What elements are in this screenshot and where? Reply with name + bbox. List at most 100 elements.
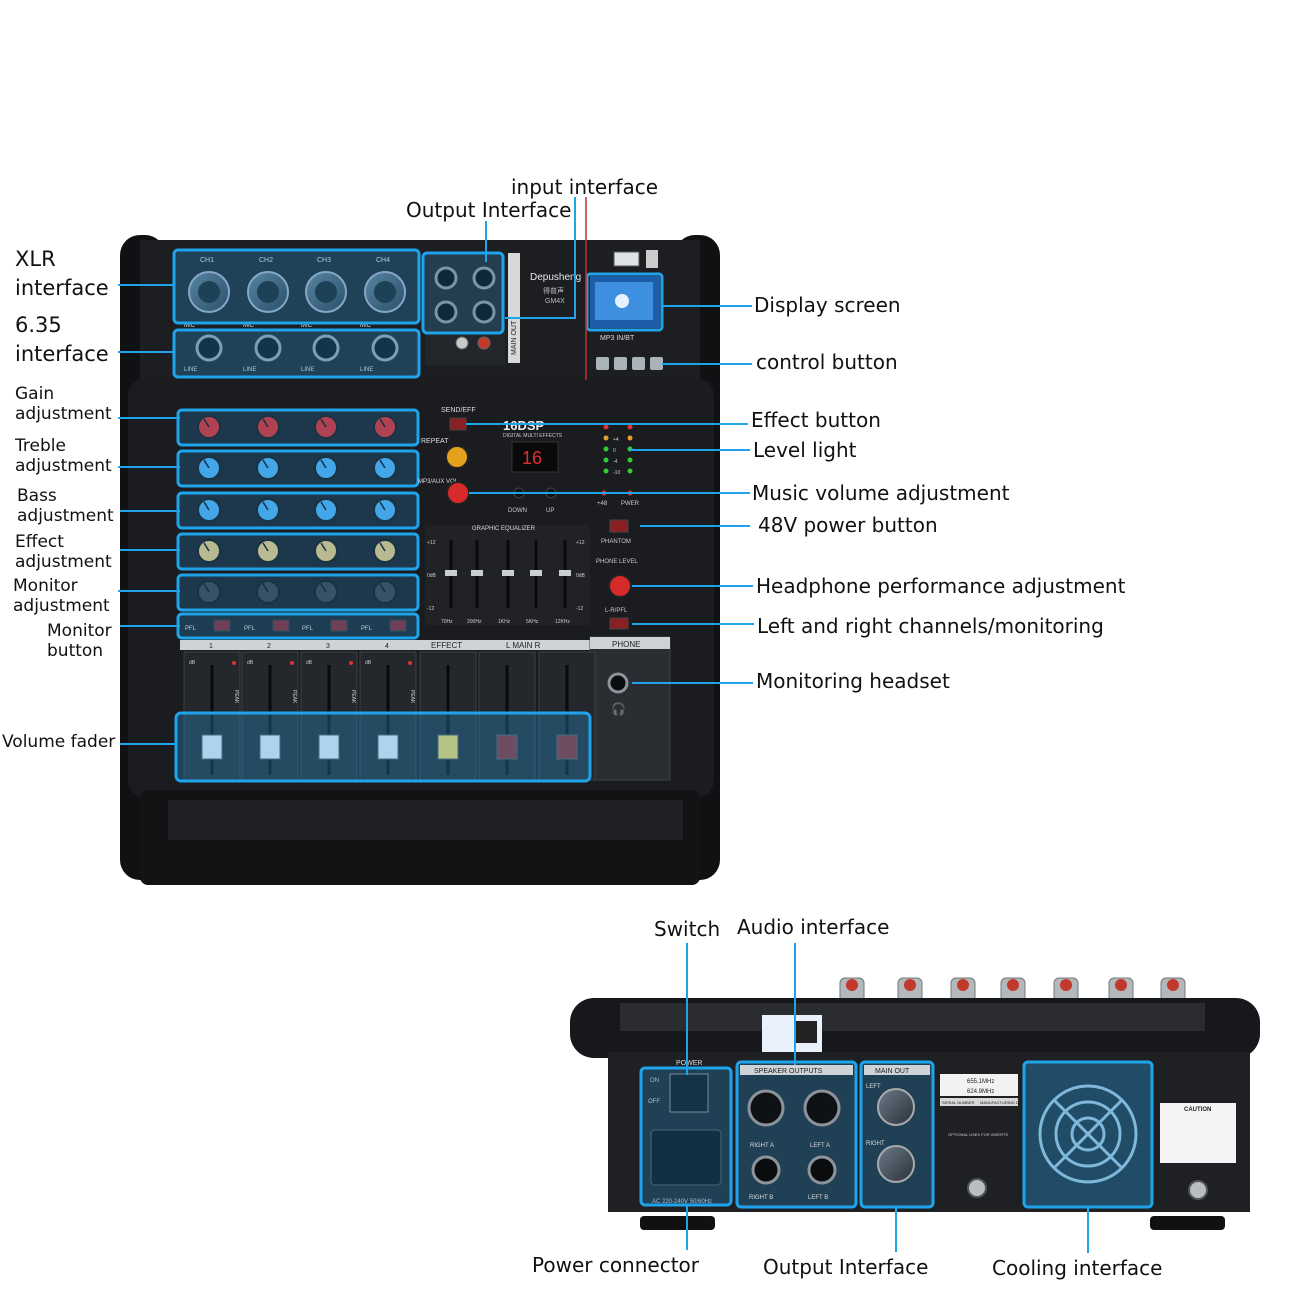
out-jack-3[interactable] (434, 300, 458, 324)
out-jack-2[interactable] (472, 266, 496, 290)
peak-label: PEAK (409, 690, 415, 704)
phone-level-knob[interactable] (608, 574, 632, 598)
main-section-label: L MAIN R (506, 641, 541, 650)
control-mode-button[interactable] (650, 357, 663, 370)
fader-cap-5[interactable] (437, 734, 459, 760)
jack-input-3[interactable] (312, 334, 340, 362)
eq-slider-3[interactable] (502, 570, 514, 576)
effect-send-knob-pointer (379, 542, 386, 552)
line-label: LINE (360, 367, 373, 373)
out-jack-1[interactable] (434, 266, 458, 290)
fan-ring-inner (1070, 1116, 1106, 1152)
callout-48v-power: 48V power button (758, 513, 938, 537)
fader-cap-2[interactable] (259, 734, 281, 760)
rca-white[interactable] (455, 336, 469, 350)
eq-slider-2[interactable] (471, 570, 483, 576)
callout-control-button: control button (756, 350, 898, 374)
rca-red[interactable] (477, 336, 491, 350)
caution-label: CAUTION (1184, 1107, 1211, 1113)
sd-slot[interactable] (646, 250, 658, 268)
pan-knob-pointer (262, 583, 269, 593)
xlr-socket-1 (198, 281, 220, 303)
pfl-button-1[interactable] (213, 619, 231, 632)
pfl-button-4[interactable] (389, 619, 407, 632)
control-next-button[interactable] (632, 357, 645, 370)
speakon-left-a[interactable] (803, 1089, 841, 1127)
front-mixer: CH1MICCH2MICCH3MICCH4MIC LINELINELINELIN… (120, 235, 720, 885)
rear-bnc-1[interactable] (967, 1178, 987, 1198)
level-light-r (627, 435, 633, 441)
phantom-button[interactable] (609, 519, 629, 533)
fan-grill-2 (1052, 1098, 1124, 1170)
level-light-l (603, 424, 609, 430)
fader-number: 2 (267, 643, 271, 650)
gain-knob-pointer (320, 418, 327, 428)
power-switch[interactable] (669, 1073, 709, 1113)
level-light-r (627, 424, 633, 430)
display-highlight (585, 272, 664, 332)
callout-effect-adjustment: Effect adjustment (15, 532, 112, 572)
eq-slider-4[interactable] (530, 570, 542, 576)
right-a-label: RIGHT A (750, 1143, 774, 1149)
fan-ring-outer (1038, 1084, 1138, 1184)
pfl-button-3[interactable] (330, 619, 348, 632)
rear-top-strip (620, 1003, 1205, 1031)
callout-bass-adjustment: Bass adjustment (17, 486, 114, 526)
eq-slider-1[interactable] (445, 570, 457, 576)
effect-button[interactable] (449, 417, 467, 431)
main-right-label: RIGHT (866, 1141, 885, 1147)
mfg-label: MANUFACTURING DATE (980, 1100, 1027, 1105)
eq-band-label: 1KHz (498, 619, 511, 625)
headphone-icon: 🎧 (611, 702, 626, 716)
control-play-button[interactable] (596, 357, 609, 370)
fader-cap-6[interactable] (496, 734, 518, 760)
callout-monitor-adjustment: Monitor adjustment (13, 576, 110, 616)
front-callout-lines (118, 197, 754, 745)
rear-bnc-2[interactable] (1188, 1180, 1208, 1200)
fader-cap-7[interactable] (556, 734, 578, 760)
pfl-label: PFL (185, 626, 197, 632)
jack-left-b[interactable] (807, 1155, 837, 1185)
main-out-label: MAIN OUT (875, 1068, 910, 1075)
rear-top-jack-ring (1007, 979, 1019, 991)
jack-input-1[interactable] (195, 334, 223, 362)
speaker-outputs-highlight (735, 1060, 858, 1209)
eq-slider-5[interactable] (559, 570, 571, 576)
speakon-right-a[interactable] (747, 1089, 785, 1127)
level-light-l (603, 435, 609, 441)
fader-cap-1[interactable] (201, 734, 223, 760)
jack-right-b[interactable] (751, 1155, 781, 1185)
pan-knob-pointer (320, 583, 327, 593)
pan-knob-pointer (379, 583, 386, 593)
usb-port[interactable] (613, 251, 640, 267)
eq-band-label: 5KHz (526, 619, 539, 625)
fader-cap-4[interactable] (377, 734, 399, 760)
lr-pfl-button[interactable] (609, 617, 629, 630)
power-connector[interactable] (650, 1129, 722, 1186)
callout-music-volume: Music volume adjustment (752, 481, 1010, 505)
fader-cap-3[interactable] (318, 734, 340, 760)
eq-scale-right: 0dB (576, 573, 586, 579)
xlr-main-left[interactable] (877, 1088, 915, 1126)
out-jack-4[interactable] (472, 300, 496, 324)
xlr-socket-2 (257, 281, 279, 303)
peak-label: PEAK (291, 690, 297, 704)
up-label: UP (546, 508, 554, 514)
jack-input-4[interactable] (371, 334, 399, 362)
callout-volume-fader: Volume fader (2, 732, 116, 752)
xlr-row: CH1MICCH2MICCH3MICCH4MIC (184, 257, 406, 329)
jack-input-2[interactable] (254, 334, 282, 362)
repeat-knob[interactable] (445, 445, 469, 469)
pfl-button-2[interactable] (272, 619, 290, 632)
music-volume-knob[interactable] (446, 481, 470, 505)
control-prev-button[interactable] (614, 357, 627, 370)
callout-output-interface-top: Output Interface (406, 198, 572, 222)
xlr-main-right[interactable] (877, 1145, 915, 1183)
callout-level-light: Level light (753, 438, 857, 462)
gain-knob-pointer (262, 418, 269, 428)
fan-ring-middle (1054, 1100, 1122, 1168)
treble-knob-pointer (203, 459, 210, 469)
main-left-label: LEFT (866, 1084, 881, 1090)
eq-title: GRAPHIC EQUALIZER (472, 526, 536, 532)
headphone-jack[interactable] (607, 672, 629, 694)
